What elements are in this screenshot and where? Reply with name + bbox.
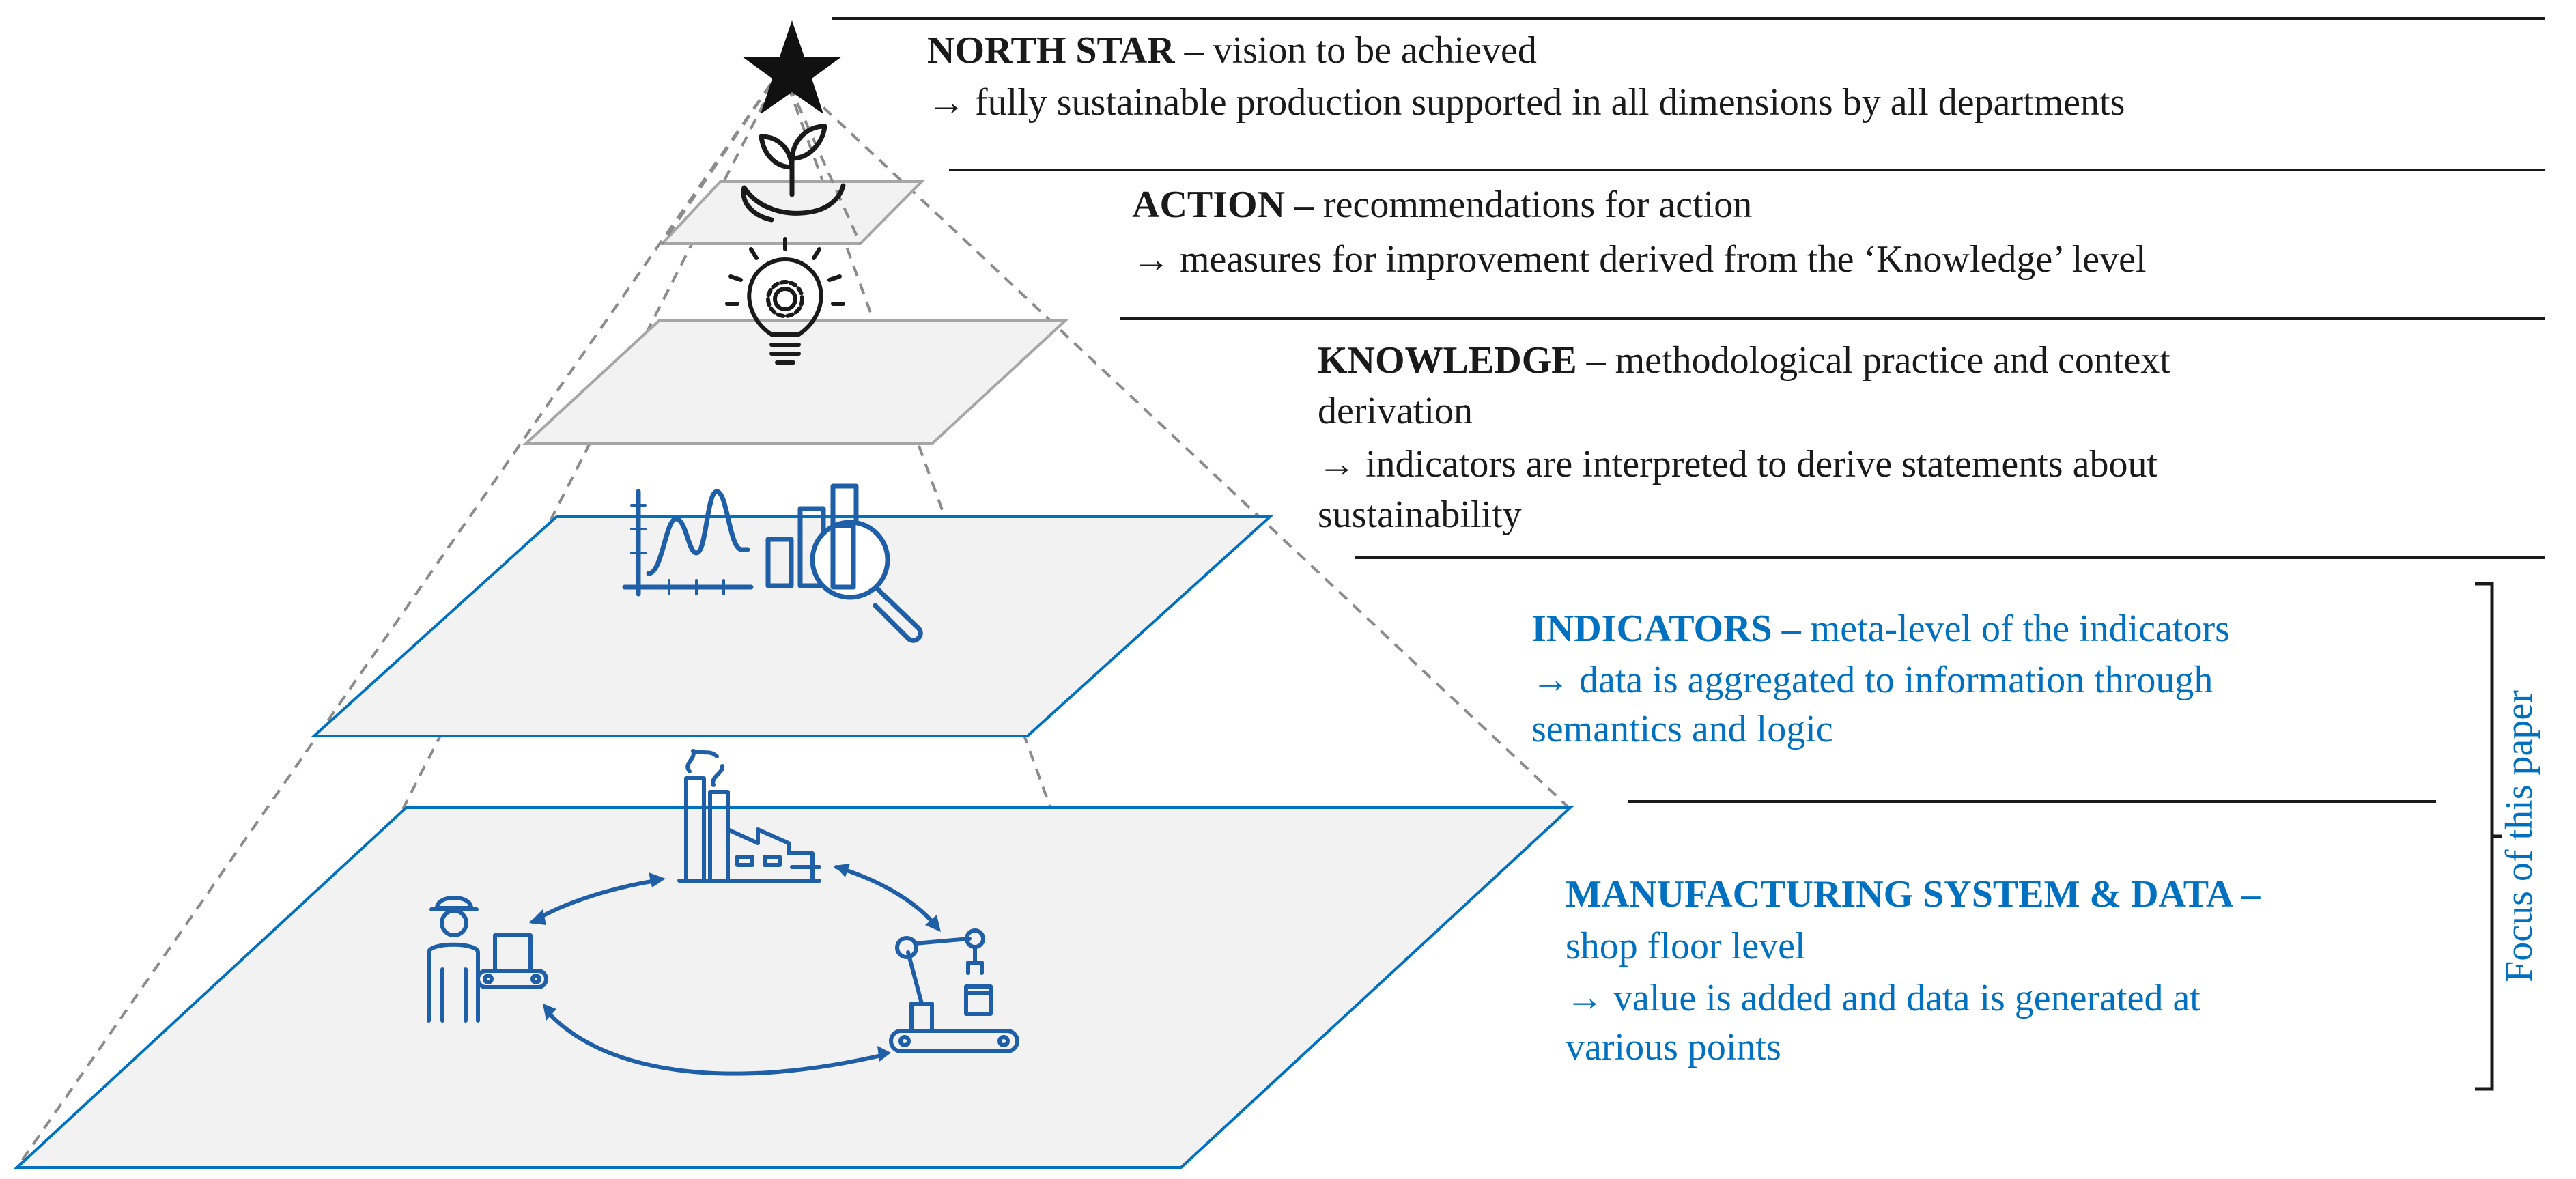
level-knowledge-subtitle-cont: derivation: [1318, 390, 1473, 432]
cycle-arrows-icon: [529, 864, 941, 1076]
level-indicators-line-1: → data is aggregated to information thro…: [1531, 659, 2213, 701]
focus-bracket: [2475, 582, 2502, 1091]
worker-icon: [427, 896, 548, 1023]
level-action-dash: –: [1285, 184, 1324, 226]
level-manufacturing-line-1: → value is added and data is generated a…: [1566, 977, 2200, 1019]
rule-indicators: [1355, 556, 2545, 559]
level-north-star-title: NORTH STAR: [927, 29, 1175, 72]
rule-manufacturing: [1628, 800, 2436, 803]
plate-manufacturing: [13, 806, 1574, 1169]
level-indicators-title: INDICATORS: [1531, 608, 1772, 650]
level-manufacturing-dash: –: [2231, 873, 2261, 915]
level-action-line-1: → measures for improvement derived from …: [1132, 238, 2147, 281]
lightbulb-gear-icon: [725, 237, 845, 365]
level-manufacturing-heading: MANUFACTURING SYSTEM & DATA –: [1566, 868, 2260, 920]
focus-label: Focus of this paper: [2498, 690, 2540, 982]
level-manufacturing-line-2: various points: [1566, 1026, 1781, 1068]
level-action-heading: ACTION – recommendations for action: [1132, 179, 1752, 231]
level-north-star-subtitle: vision to be achieved: [1213, 29, 1537, 72]
level-knowledge-title: KNOWLEDGE: [1318, 339, 1577, 382]
pyramid-front-edges: [661, 67, 862, 245]
rule-knowledge: [1120, 317, 2545, 320]
level-action-subtitle: recommendations for action: [1323, 184, 1753, 226]
chart-magnifier-icon: [622, 483, 923, 643]
level-indicators-heading: INDICATORS – meta-level of the indicator…: [1531, 603, 2230, 655]
level-manufacturing-title: MANUFACTURING SYSTEM & DATA: [1566, 873, 2232, 915]
plate-knowledge: [522, 319, 1069, 445]
robot-arm-icon: [889, 928, 1019, 1053]
level-knowledge-subtitle: methodological practice and context: [1615, 339, 2170, 382]
level-action-title: ACTION: [1132, 184, 1286, 226]
level-knowledge-dash: –: [1576, 339, 1615, 382]
factory-icon: [677, 749, 821, 883]
level-knowledge-line-2: sustainability: [1318, 494, 1522, 536]
plate-indicators: [310, 515, 1274, 737]
level-knowledge-heading: KNOWLEDGE – methodological practice and …: [1318, 335, 2170, 386]
level-knowledge-line-1: → indicators are interpreted to derive s…: [1318, 443, 2158, 485]
level-north-star-heading: NORTH STAR – vision to be achieved: [927, 25, 1537, 76]
level-indicators-line-2: semantics and logic: [1531, 708, 1833, 750]
level-north-star-line-1: → fully sustainable production supported…: [927, 81, 2125, 124]
level-indicators-subtitle: meta-level of the indicators: [1810, 608, 2230, 650]
rule-north-star: [832, 17, 2545, 20]
seedling-hand-icon: [741, 124, 846, 223]
level-manufacturing-subtitle: shop floor level: [1566, 925, 1806, 967]
level-north-star-dash: –: [1174, 29, 1213, 72]
level-indicators-dash: –: [1772, 608, 1811, 650]
star-icon: [742, 20, 842, 114]
rule-action: [949, 169, 2545, 171]
